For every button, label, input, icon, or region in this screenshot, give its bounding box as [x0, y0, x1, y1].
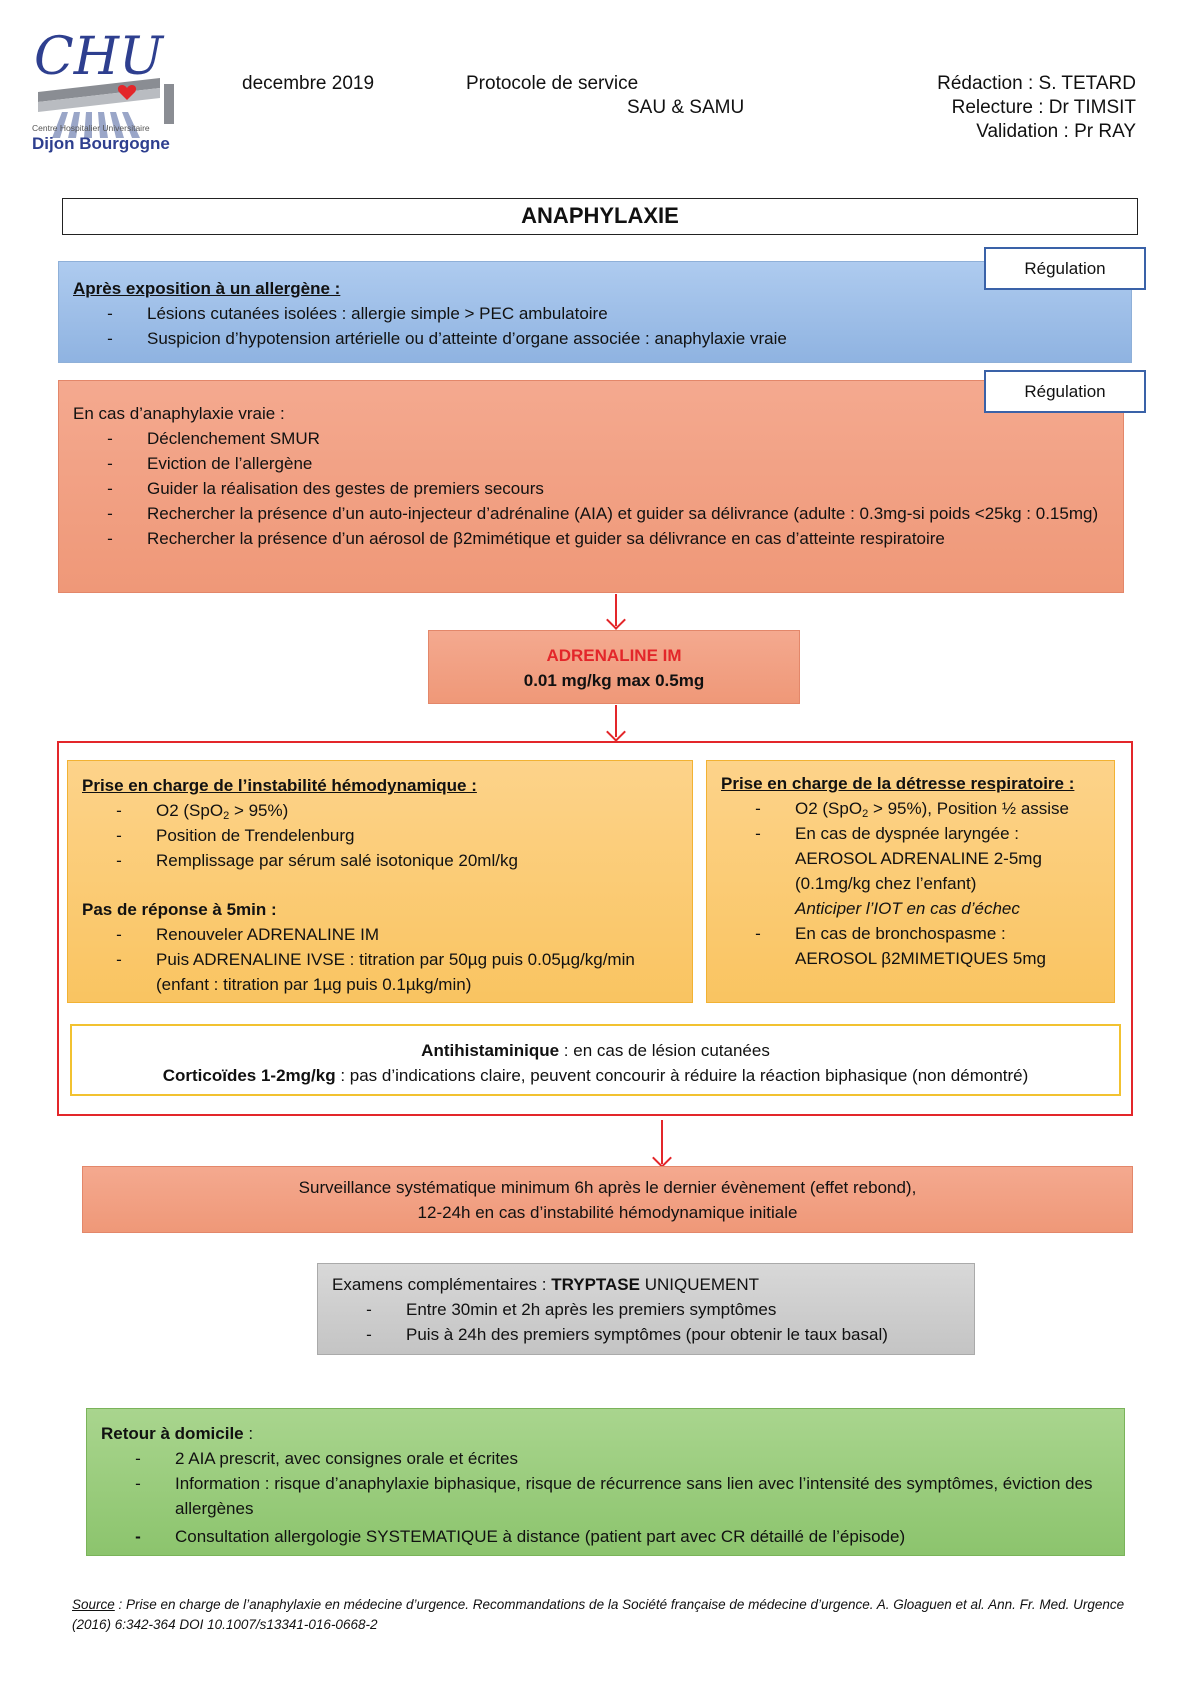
- source-citation: Source : Prise en charge de l’anaphylaxi…: [72, 1597, 1125, 1632]
- list-item: -Puis à 24h des premiers symptômes (pour…: [366, 1325, 888, 1344]
- list-item: -Consultation allergologie SYSTEMATIQUE …: [135, 1527, 906, 1546]
- adrenaline-title: ADRENALINE IM: [546, 646, 682, 665]
- exams-box: Examens complémentaires : TRYPTASE UNIQU…: [317, 1263, 975, 1355]
- surveillance-line-2: 12-24h en cas d’instabilité hémodynamiqu…: [417, 1203, 798, 1222]
- protocol-line-1: Protocole de service: [466, 73, 639, 94]
- validation-line: Validation : Pr RAY: [976, 121, 1136, 142]
- surveillance-line-1: Surveillance systématique minimum 6h apr…: [298, 1178, 917, 1197]
- page-title: ANAPHYLAXIE: [62, 198, 1138, 235]
- chu-logo-icon: CHU: [34, 27, 174, 138]
- list-item: -Puis ADRENALINE IVSE : titration par 50…: [116, 950, 635, 994]
- list-item: - O2 (SpO2 > 95%): [116, 801, 289, 822]
- regulation-tag: Régulation: [984, 247, 1146, 290]
- flow-arrow: [661, 1120, 663, 1164]
- adrenaline-dose: 0.01 mg/kg max 0.5mg: [523, 671, 705, 690]
- list-item: -Guider la réalisation des gestes de pre…: [107, 479, 544, 498]
- list-item: -Lésions cutanées isolées : allergie sim…: [107, 304, 608, 323]
- hemodynamic-heading: Prise en charge de l’instabilité hémodyn…: [82, 776, 477, 795]
- respiratory-box: Prise en charge de la détresse respirato…: [706, 760, 1115, 1003]
- logo-subtitle: Centre Hospitalier Universitaire: [32, 123, 150, 133]
- list-item: -Renouveler ADRENALINE IM: [116, 925, 379, 944]
- regulation-tag: Régulation: [984, 370, 1146, 413]
- treatment-frame: [57, 741, 1133, 1116]
- relecture-line: Relecture : Dr TIMSIT: [951, 97, 1136, 118]
- exposure-heading: Après exposition à un allergène :: [73, 279, 341, 298]
- list-item: -Suspicion d’hypotension artérielle ou d…: [107, 329, 787, 348]
- list-item: -Eviction de l’allergène: [107, 454, 313, 473]
- surveillance-box: Surveillance systématique minimum 6h apr…: [82, 1166, 1133, 1233]
- logo-city: Dijon Bourgogne: [32, 134, 170, 153]
- adrenaline-box: ADRENALINE IM 0.01 mg/kg max 0.5mg: [428, 630, 800, 704]
- list-item: -2 AIA prescrit, avec consignes orale et…: [135, 1449, 519, 1468]
- arrowhead-icon: [652, 1148, 672, 1168]
- arrowhead-icon: [606, 610, 626, 630]
- true-anaphylaxis-heading: En cas d’anaphylaxie vraie :: [73, 404, 285, 423]
- hemodynamic-box: Prise en charge de l’instabilité hémodyn…: [67, 760, 693, 1003]
- true-anaphylaxis-box: En cas d’anaphylaxie vraie : -Déclenchem…: [58, 380, 1124, 593]
- list-item: -Rechercher la présence d’un aérosol de …: [107, 529, 945, 548]
- hospital-logo: CHU Centre Hospitalier Universitaire Dij…: [32, 26, 187, 171]
- list-item: -Information : risque d’anaphylaxie biph…: [135, 1474, 1093, 1518]
- list-item: - En cas de bronchospasme : AEROSOL β2MI…: [755, 924, 1046, 968]
- arrowhead-icon: [606, 722, 626, 742]
- authors-block: Rédaction : S. TETARD Relecture : Dr TIM…: [937, 72, 1136, 144]
- list-item: -Remplissage par sérum salé isotonique 2…: [116, 851, 518, 870]
- exams-heading: Examens complémentaires : TRYPTASE UNIQU…: [332, 1275, 759, 1294]
- flow-arrow: [615, 594, 617, 626]
- antihistamine-line: Antihistaminique : en cas de lésion cuta…: [421, 1041, 770, 1060]
- respiratory-heading: Prise en charge de la détresse respirato…: [721, 774, 1075, 793]
- home-heading: Retour à domicile :: [101, 1424, 254, 1443]
- protocol-line-2: SAU & SAMU: [627, 97, 745, 118]
- list-item: -Rechercher la présence d’un auto-inject…: [107, 504, 1099, 523]
- redaction-line: Rédaction : S. TETARD: [937, 73, 1136, 94]
- document-date: decembre 2019: [242, 73, 375, 94]
- no-response-heading: Pas de réponse à 5min :: [82, 900, 277, 919]
- list-item: - En cas de dyspnée laryngée : AEROSOL A…: [755, 824, 1042, 918]
- list-item: - O2 (SpO2 > 95%), Position ½ assise: [755, 799, 1070, 820]
- home-return-box: Retour à domicile : -2 AIA prescrit, ave…: [86, 1408, 1125, 1556]
- flow-arrow: [615, 705, 617, 737]
- corticoid-line: Corticoïdes 1-2mg/kg : pas d’indications…: [162, 1066, 1029, 1085]
- list-item: -Position de Trendelenburg: [116, 826, 355, 845]
- list-item: -Déclenchement SMUR: [107, 429, 320, 448]
- svg-text:CHU: CHU: [34, 27, 165, 87]
- antihistamine-box: Antihistaminique : en cas de lésion cuta…: [70, 1024, 1121, 1096]
- exposure-box: Après exposition à un allergène : -Lésio…: [58, 261, 1132, 363]
- list-item: -Entre 30min et 2h après les premiers sy…: [366, 1300, 777, 1319]
